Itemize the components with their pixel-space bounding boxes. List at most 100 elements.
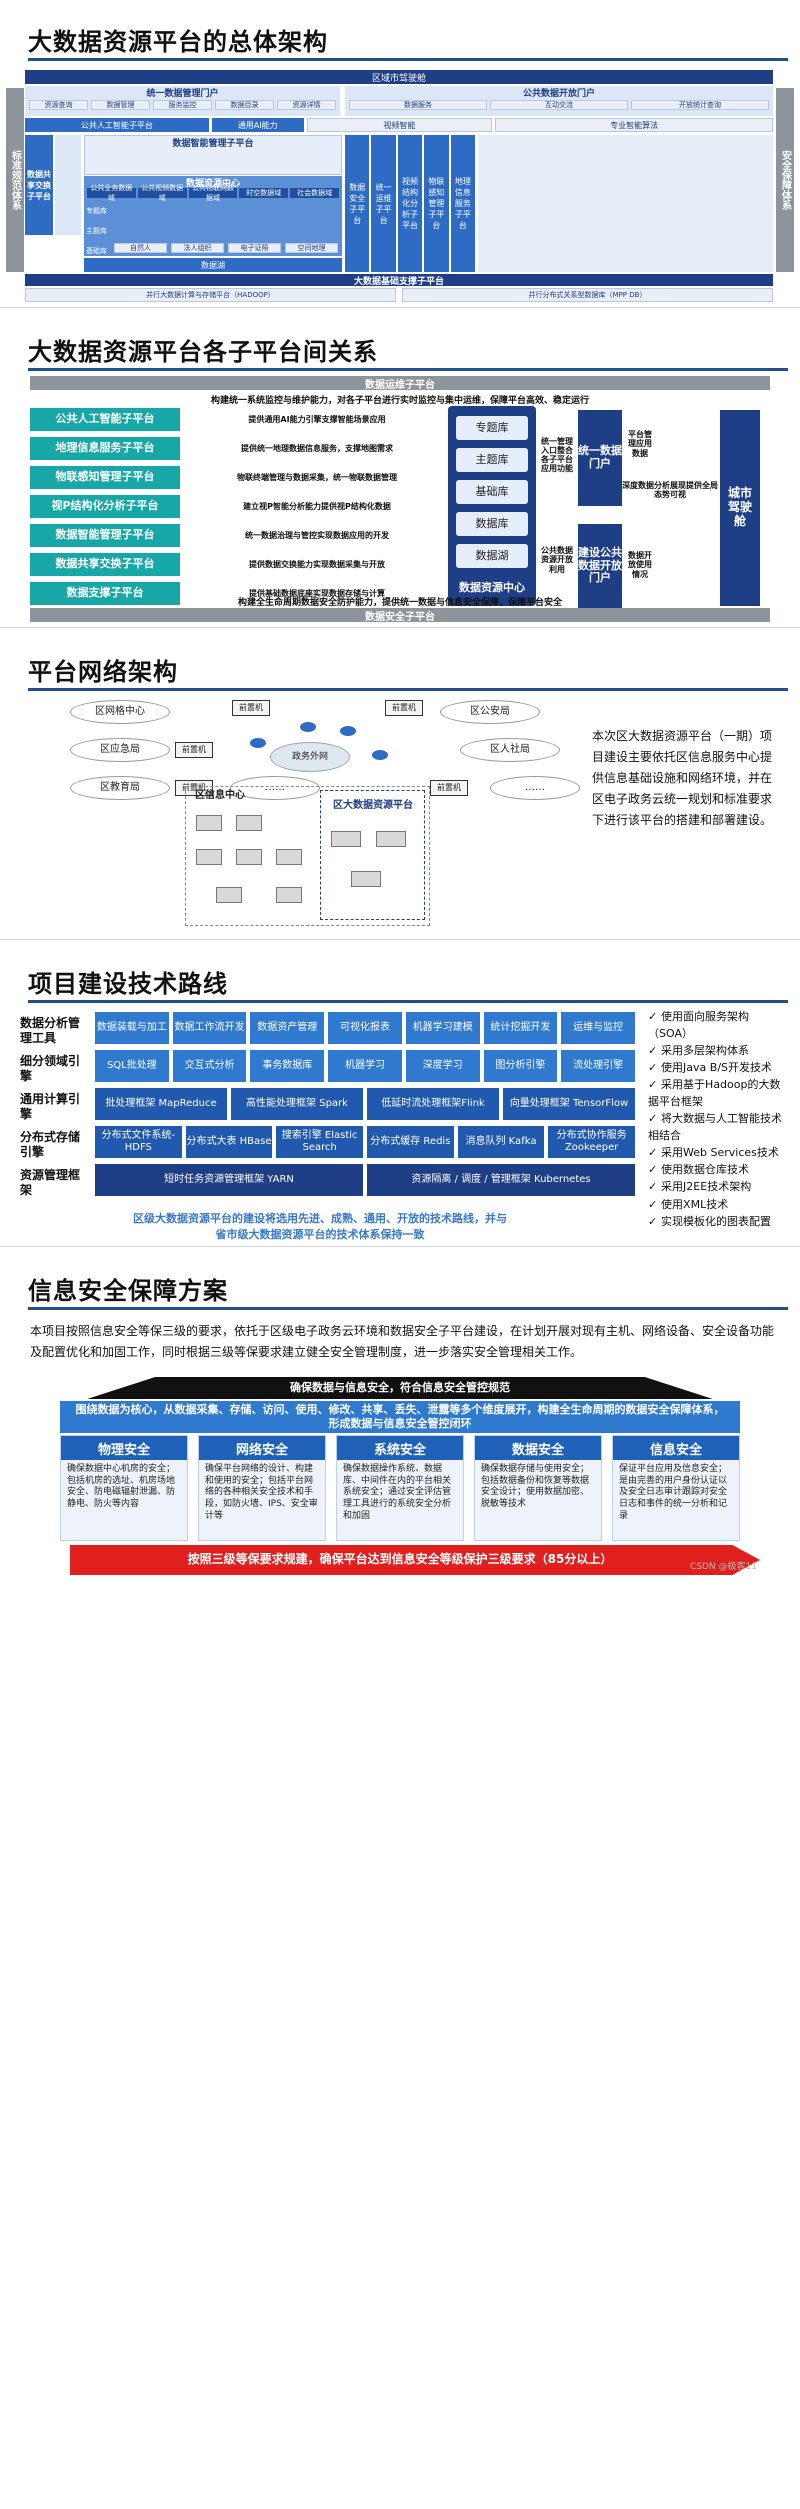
ops-note: 构建统一系统监控与维护能力，对各子平台进行实时监控与集中运维，保障平台高效、稳定… — [210, 395, 589, 406]
open-portal: 建设公共数据开放门户 — [578, 524, 622, 608]
cockpit-bar: 区域市驾驶舱 — [25, 70, 773, 84]
check-item: 使用面向服务架构（SOA） — [648, 1008, 788, 1042]
portal-chip: 数据服务 — [349, 100, 487, 110]
tech-cell: 消息队列 Kafka — [457, 1126, 545, 1158]
support-chips: 并行大数据计算与存储平台（HADOOP） 并行分布式关系型数据库（MPP DB） — [25, 288, 773, 302]
platform-box: 公共人工智能子平台 — [30, 408, 180, 431]
slide-title: 平台网络架构 — [28, 658, 178, 686]
base-chip: 自然人 — [114, 243, 167, 253]
footer-arrow — [70, 1545, 760, 1575]
slide-title: 项目建设技术路线 — [28, 970, 228, 998]
slide-title: 信息安全保障方案 — [28, 1277, 228, 1305]
tech-cell: 向量处理框架 TensorFlow — [503, 1088, 635, 1120]
roof-shape — [87, 1377, 713, 1399]
tech-cell: 可视化报表 — [328, 1012, 402, 1044]
lib-box: 基础库 — [456, 480, 528, 504]
platform-box: 视P结构化分析子平台 — [30, 495, 180, 518]
tech-cell: 运维与监控 — [561, 1012, 635, 1044]
node-ellipse: 区应急局 — [70, 738, 170, 762]
pillar: 信息安全 保证平台应用及信息安全；是由完善的用户身份认证以及安全日志审计跟踪对安… — [612, 1435, 740, 1541]
support-chip: 并行大数据计算与存储平台（HADOOP） — [25, 288, 396, 302]
center-tag: 基础库 — [86, 247, 107, 255]
server-rack — [351, 871, 381, 887]
node-ellipse: 区公安局 — [440, 700, 540, 724]
tech-cell: 数据装载与加工 — [95, 1012, 169, 1044]
tech-cell: 分布式协作服务 Zookeeper — [548, 1126, 635, 1158]
support-platform: 大数据基础支撑子平台 — [25, 274, 773, 287]
mgmt-title: 数据智能管理子平台 — [172, 138, 254, 149]
ai-row: 公共人工智能子平台 通用AI能力 视频智能 专业智能算法 — [25, 118, 773, 132]
node-frontend: 前置机 — [430, 780, 468, 796]
data-lake: 数据湖 — [84, 258, 342, 272]
node-frontend: 前置机 — [232, 700, 270, 716]
left-platform-list: 公共人工智能子平台 地理信息服务子平台 物联感知管理子平台 视P结构化分析子平台… — [30, 406, 180, 606]
cloud-icon: 政务外网 — [270, 742, 350, 772]
tech-cell: SQL批处理 — [95, 1050, 169, 1082]
portal-chip: 数据管理 — [91, 100, 150, 110]
server-rack — [376, 831, 406, 847]
tech-cell: 短时任务资源管理框架 YARN — [95, 1164, 363, 1196]
zone-label: 区信息中心 — [195, 790, 245, 802]
arrow-note: 提供基础数据底座实现数据存储与计算 — [249, 588, 385, 598]
pillar-body: 确保平台网络的设计、构建和使用的安全；包括平台网络的各种相关安全技术和手段，如防… — [205, 1464, 318, 1521]
lib-box: 数据湖 — [456, 544, 528, 568]
pillar-title: 数据安全 — [475, 1436, 601, 1460]
domain: 公共视频数据域 — [137, 184, 187, 202]
tech-cell: 分布式大表 HBase — [185, 1126, 273, 1158]
arrow-note: 统一数据治理与管控实现数据应用的开发 — [245, 530, 389, 540]
pillar-title: 系统安全 — [337, 1436, 463, 1460]
city-cockpit: 城市驾驶舱 — [720, 410, 760, 606]
mgmt-area: 数据智能管理子平台 — [84, 135, 342, 175]
router-icon — [340, 726, 356, 736]
portal-chip: 资源查询 — [29, 100, 88, 110]
ai-algo: 专业智能算法 — [495, 118, 773, 132]
row-label: 数据分析管理工具 — [20, 1016, 81, 1045]
title-rule — [28, 1307, 788, 1310]
platform-box: 数据支撑子平台 — [30, 582, 180, 605]
sub-platform: 地理信息服务子平台 — [450, 135, 476, 272]
sub-platform: 数据安全子平台 — [345, 135, 370, 272]
tech-cell: 统计挖掘开发 — [483, 1012, 558, 1044]
info-center-zone: 区信息中心 — [185, 786, 430, 926]
server-rack — [196, 849, 222, 865]
lib-box: 专题库 — [456, 416, 528, 440]
row-label: 通用计算引擎 — [20, 1092, 81, 1121]
server-rack — [276, 887, 302, 903]
pillar: 网络安全 确保平台网络的设计、构建和使用的安全；包括平台网络的各种相关安全技术和… — [198, 1435, 326, 1541]
row-label: 资源管理框架 — [20, 1168, 81, 1197]
pillar-body: 确保数据操作系统、数据库、中间件在内的平台相关系统安全；通过安全评估管理工具进行… — [343, 1464, 452, 1521]
arrow-notes: 提供通用AI能力引擎支撑智能场景应用 提供统一地理数据信息服务，支撑地图需求 物… — [182, 406, 442, 606]
node-frontend: 前置机 — [175, 742, 213, 758]
security-side: 安全保障体系 — [776, 88, 794, 272]
pillar-body: 确保数据存储与使用安全；包括数据备份和恢复等数据安全设计；使用数据加密、脱敏等技… — [481, 1464, 590, 1510]
ai-platform: 公共人工智能子平台 — [25, 118, 209, 132]
center-title: 数据资源中心 — [185, 178, 240, 189]
portal-chip: 服务监控 — [153, 100, 212, 110]
router-icon — [300, 722, 316, 732]
check-item: 采用多层架构体系 — [648, 1042, 788, 1059]
title-rule — [28, 1000, 788, 1003]
platform-zone: 区大数据资源平台 — [320, 790, 425, 920]
tech-cell: 事务数据库 — [250, 1050, 325, 1082]
node-frontend: 前置机 — [385, 700, 423, 716]
domain: 社会数据域 — [290, 188, 339, 198]
tech-cell: 机器学习建模 — [405, 1012, 480, 1044]
tech-cell: 数据工作流开发 — [172, 1012, 247, 1044]
slide-relations: 大数据资源平台各子平台间关系 数据运维子平台 构建统一系统监控与维护能力，对各子… — [0, 310, 800, 628]
arrow-note: 提供数据交换能力实现数据采集与开放 — [249, 559, 385, 569]
slide-architecture: 大数据资源平台的总体架构 区域市驾驶舱 标准规范体系 安全保障体系 统一数据管理… — [0, 0, 800, 308]
node-ellipse: 区人社局 — [460, 738, 560, 762]
portal2-note: 数据开放使用情况 — [628, 551, 652, 579]
slide-title: 大数据资源平台各子平台间关系 — [28, 338, 378, 366]
server-rack — [236, 849, 262, 865]
title-rule — [28, 368, 788, 371]
arrow-note: 建立视P智能分析能力提供视P结构化数据 — [243, 501, 391, 511]
pillar: 物理安全 确保数据中心机房的安全；包括机房的选址、机房场地安全、防电磁辐射泄漏、… — [60, 1435, 188, 1541]
portal-chip: 数据目录 — [215, 100, 274, 110]
sub-platform: 统一运维子平台 — [371, 135, 396, 272]
roof-label: 确保数据与信息安全，符合信息安全管控规范 — [290, 1380, 510, 1394]
title-rule — [28, 58, 788, 61]
ai-capability: 通用AI能力 — [211, 118, 304, 132]
platform-box: 数据共享交换子平台 — [30, 553, 180, 576]
tech-cell: 批处理框架 MapReduce — [95, 1088, 227, 1120]
